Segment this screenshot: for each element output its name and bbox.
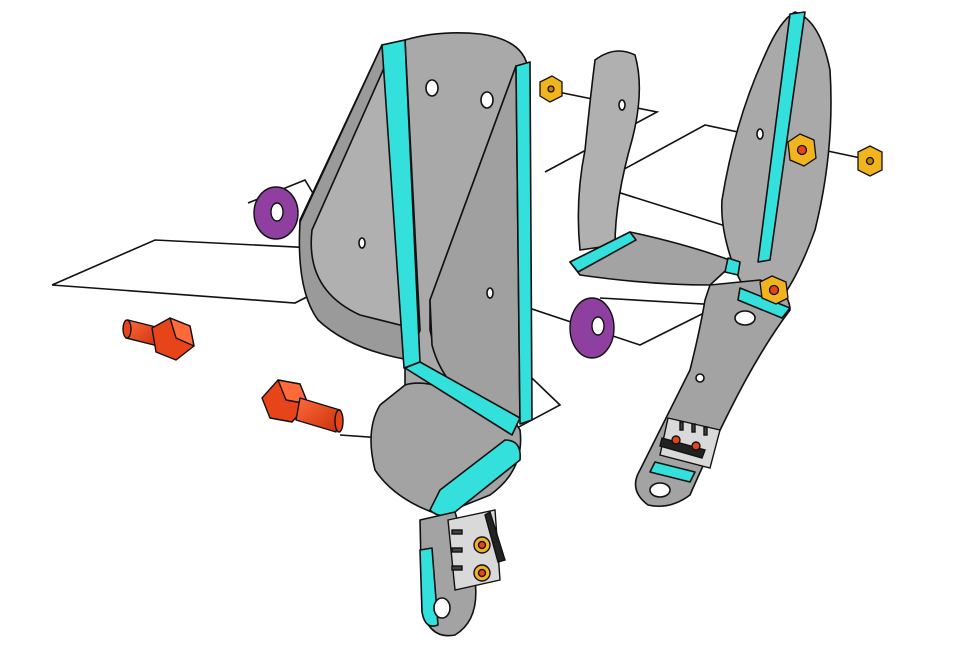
right-washer-hole — [591, 316, 605, 336]
right-nut — [857, 145, 883, 177]
left-bracket-cyan-strip-4 — [429, 439, 522, 517]
right-bracket-arm-cyan-2 — [649, 461, 696, 483]
left-hex-bolt — [122, 317, 195, 361]
limit-switch-right-pin-1 — [679, 421, 684, 431]
right-bracket-base-cyan — [569, 231, 637, 273]
right-bracket-fin-hole — [618, 99, 626, 111]
left-bracket-tab-hole — [433, 597, 451, 619]
lower-right-nut-hole — [768, 284, 780, 296]
limit-switch-left-pin-3 — [451, 565, 463, 571]
right-washer — [569, 297, 615, 359]
center-nut — [787, 133, 817, 167]
limit-switch-left — [447, 509, 506, 591]
right-nut-hole — [865, 156, 875, 166]
left-hex-bolt-tip — [122, 319, 132, 339]
left-washer — [253, 186, 299, 240]
lower-hex-bolt-tip — [334, 409, 344, 433]
lower-hex-bolt-shank — [295, 397, 341, 433]
left-bracket-hole-3 — [358, 237, 366, 249]
right-bracket-arm-hole-3 — [649, 482, 671, 498]
limit-switch-right-screw-2 — [691, 441, 701, 451]
center-nut-hole — [796, 144, 808, 156]
limit-switch-right — [659, 417, 721, 469]
left-bracket-hole-1 — [425, 79, 439, 97]
left-bracket — [298, 32, 533, 637]
top-nut-hole — [547, 85, 555, 93]
right-bracket-arm-hole-1 — [734, 310, 756, 326]
right-bracket-blade-cyan — [757, 11, 806, 263]
lower-hex-bolt — [261, 379, 344, 433]
left-hex-bolt-head-face — [169, 317, 195, 347]
left-bracket-cyan-strip-2 — [515, 61, 533, 425]
right-bracket-blade-hole — [756, 128, 764, 140]
left-bracket-hole-2 — [480, 91, 494, 109]
assembly-line-washer-right — [489, 294, 724, 346]
limit-switch-right-pin-2 — [691, 423, 696, 433]
right-bracket-base-cyan-2 — [724, 257, 741, 276]
left-washer-hole — [270, 202, 284, 222]
lower-right-nut — [759, 275, 789, 305]
right-bracket-arm-hole-2 — [695, 373, 705, 383]
limit-switch-left-pin-1 — [451, 529, 463, 535]
top-nut — [539, 75, 563, 103]
left-bracket-cyan-strip-3 — [404, 361, 521, 436]
limit-switch-right-lever — [659, 437, 706, 459]
left-bracket-hole-4 — [486, 287, 494, 299]
right-bracket-inner-fin — [577, 50, 641, 251]
limit-switch-left-pin-2 — [451, 547, 463, 553]
assembly-line-top-nut — [544, 89, 660, 173]
limit-switch-left-lever — [484, 510, 506, 563]
limit-switch-left-screw-1-head — [477, 540, 487, 550]
limit-switch-right-screw-1 — [671, 435, 681, 445]
limit-switch-right-pin-3 — [703, 426, 708, 436]
limit-switch-left-screw-2-head — [477, 568, 487, 578]
